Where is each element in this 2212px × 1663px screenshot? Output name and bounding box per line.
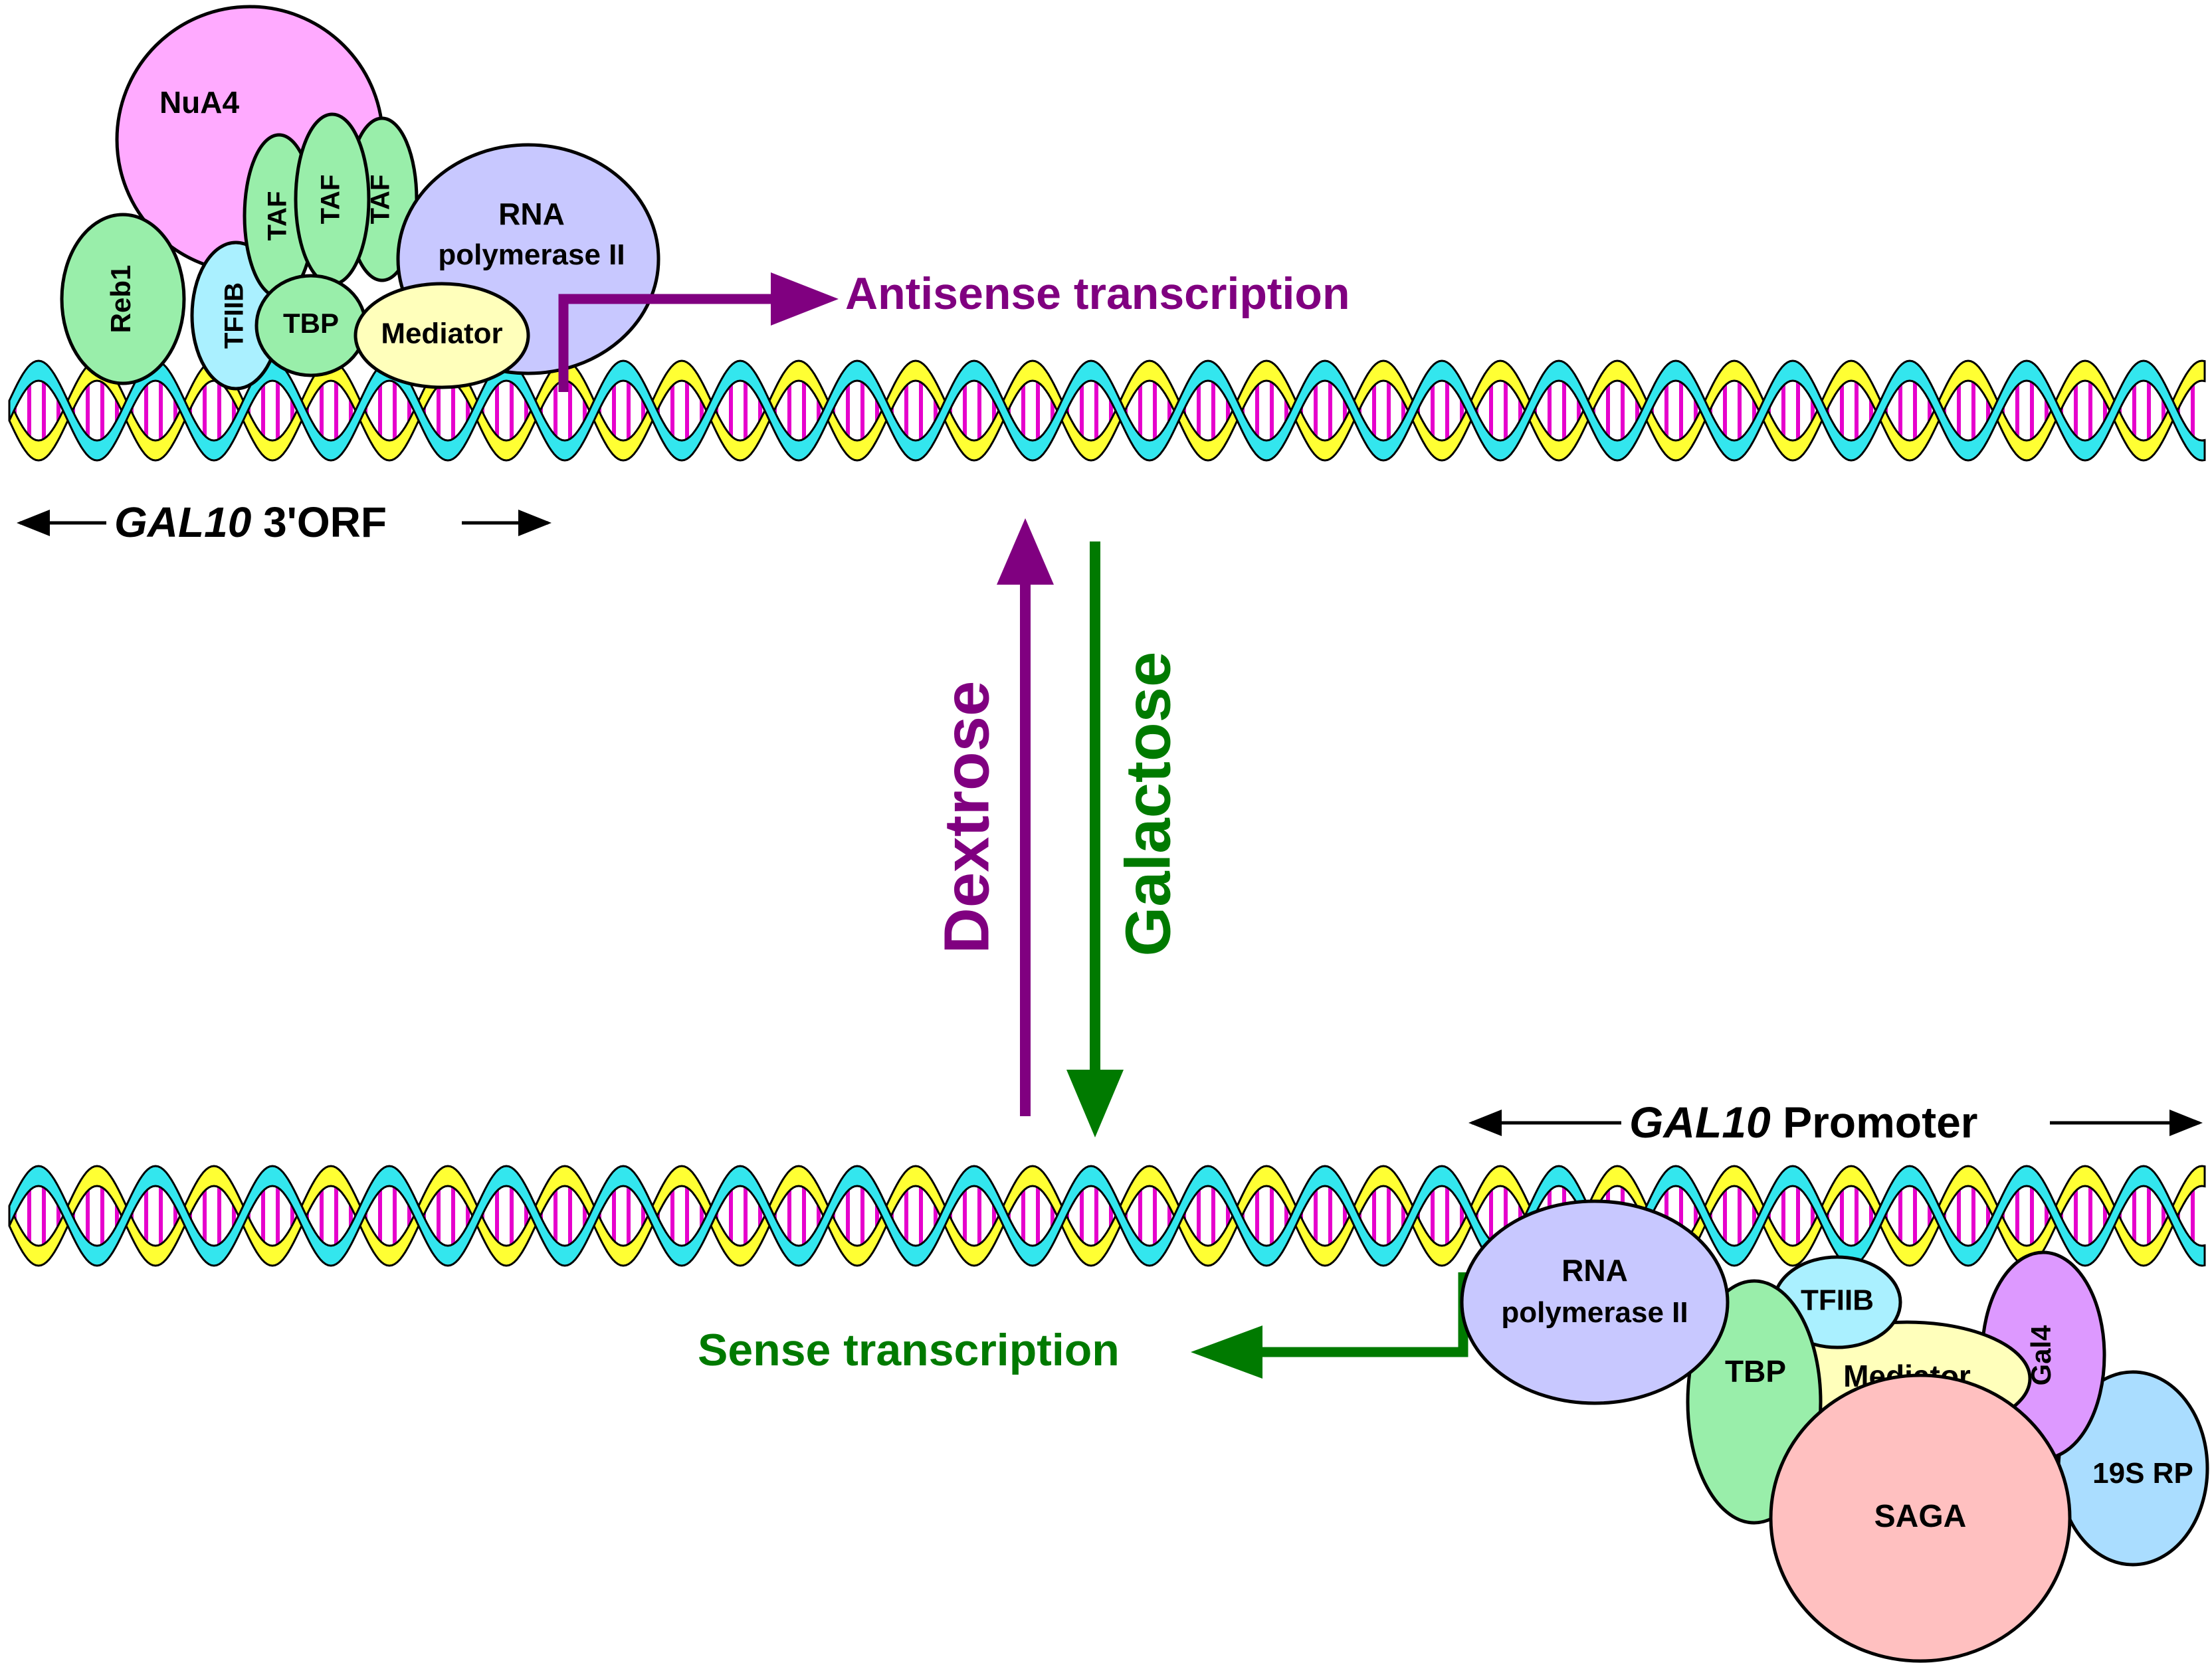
tfiib-label: TFIIB [1801, 1284, 1874, 1317]
bottom-rna-polymerase-ii: RNA polymerase II [1460, 1199, 1730, 1405]
top-tbp: TBP [254, 274, 367, 377]
taf-label: TAF [366, 175, 395, 225]
rnapol-label-line1: RNA [498, 197, 565, 231]
top-mediator: Mediator [353, 282, 530, 389]
galactose-arrow [1066, 541, 1124, 1137]
top-taf-2: TAF [294, 112, 371, 286]
dextrose-label: Dextrose [931, 681, 1002, 954]
saga-label: SAGA [1874, 1499, 1967, 1534]
gene-name-top: GAL10 [114, 498, 251, 546]
svg-text:GAL10 Promoter: GAL10 Promoter [1629, 1098, 1977, 1147]
rnapol-label-line1: RNA [1561, 1253, 1628, 1288]
dna-strand-cyan [8, 1165, 2206, 1267]
dextrose-arrow [997, 518, 1054, 1116]
dna-helix-bottom [8, 1165, 2206, 1267]
top-reb1: Reb1 [60, 213, 186, 385]
nua4-label: NuA4 [159, 85, 240, 120]
rp19s-label: 19S RP [2092, 1457, 2193, 1490]
tbp-label: TBP [1725, 1354, 1786, 1389]
dna-helix-top [8, 359, 2206, 462]
promoter-label: Promoter [1771, 1098, 1978, 1147]
orf-label: 3'ORF [251, 498, 387, 546]
rnapol-label-line2: polymerase II [438, 239, 625, 271]
svg-text:GAL10 3'ORF: GAL10 3'ORF [114, 498, 387, 546]
dna-strand-cyan [8, 359, 2206, 462]
bottom-protein-complex: 19S RP Gal4 Mediator TFIIB TBP SAGA RNA … [1460, 1199, 2209, 1663]
reb1-label: Reb1 [105, 265, 136, 334]
bottom-saga: SAGA [1769, 1373, 2072, 1663]
mediator-label: Mediator [381, 318, 502, 350]
rnapol-label-line2: polymerase II [1501, 1296, 1688, 1329]
top-region-label: GAL10 3'ORF [17, 498, 552, 546]
gene-name-bottom: GAL10 [1629, 1098, 1771, 1147]
tfiib-label: TFIIB [220, 282, 249, 349]
tbp-label: TBP [283, 308, 339, 339]
taf-label: TAF [316, 175, 346, 225]
bottom-region-label: GAL10 Promoter [1468, 1098, 2203, 1147]
dna-strand-yellow [8, 359, 2206, 462]
antisense-transcription-label: Antisense transcription [845, 268, 1350, 319]
sense-transcription-label: Sense transcription [698, 1325, 1120, 1375]
top-protein-complex: NuA4 Reb1 TFIIB TAF TAF TAF TBP RNA [60, 5, 660, 391]
sense-arrow [1191, 1272, 1468, 1379]
taf-label: TAF [263, 191, 292, 241]
galactose-label: Galactose [1112, 652, 1183, 957]
antisense-arrow [558, 272, 839, 392]
